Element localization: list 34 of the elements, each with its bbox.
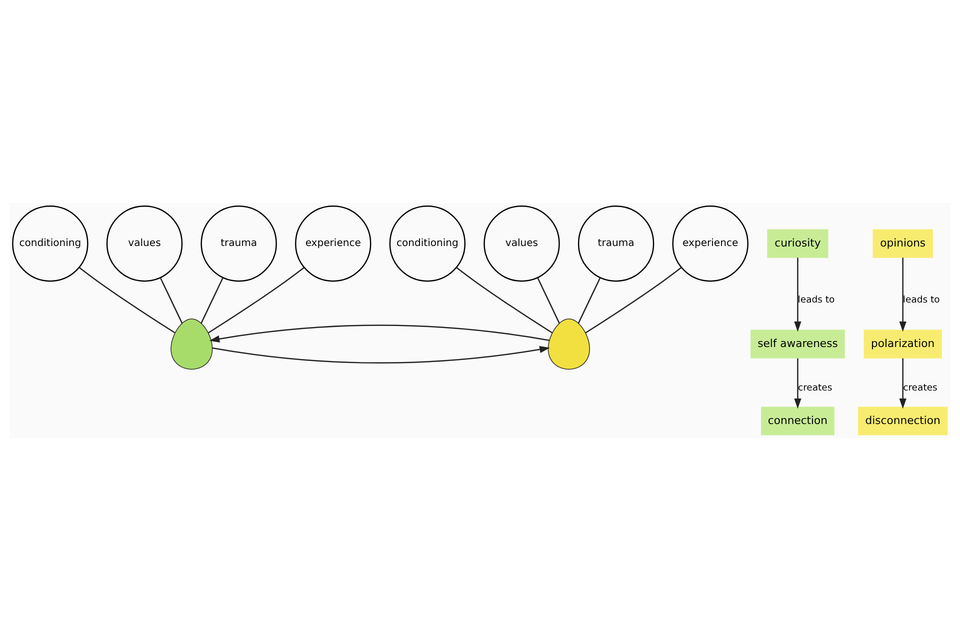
- connector: [208, 266, 304, 333]
- edge-label: creates: [903, 382, 938, 394]
- node-circle: experience: [672, 204, 748, 282]
- node-circle: trauma: [578, 204, 654, 282]
- connector: [160, 276, 183, 324]
- node-box: connection: [761, 406, 834, 435]
- node-box: opinions: [872, 228, 933, 258]
- arrow: [794, 257, 802, 332]
- arrow: [794, 358, 802, 408]
- arrow: [209, 324, 550, 342]
- connector: [578, 276, 601, 324]
- node-circle: values: [106, 204, 183, 282]
- node-circle: experience: [295, 204, 372, 282]
- connector: [585, 266, 682, 333]
- node-circle: conditioning: [12, 204, 88, 282]
- arrow: [899, 358, 906, 408]
- connector: [200, 276, 224, 324]
- arrow: [899, 257, 906, 332]
- edge-label: leads to: [902, 294, 940, 305]
- connector: [78, 266, 176, 333]
- node-circle: conditioning: [389, 204, 466, 282]
- edge-label: creates: [798, 382, 832, 394]
- node-box: polarization: [864, 329, 942, 358]
- node-circle: trauma: [200, 204, 277, 282]
- node-box: disconnection: [858, 406, 948, 435]
- node-box: self awareness: [750, 329, 845, 358]
- connector: [537, 276, 560, 324]
- node-person: [548, 318, 590, 370]
- arrow: [212, 345, 550, 364]
- node-person: [170, 318, 213, 370]
- connector: [456, 266, 553, 333]
- edge-label: leads to: [798, 294, 835, 305]
- node-box: curiosity: [767, 228, 828, 258]
- node-circle: values: [484, 204, 560, 282]
